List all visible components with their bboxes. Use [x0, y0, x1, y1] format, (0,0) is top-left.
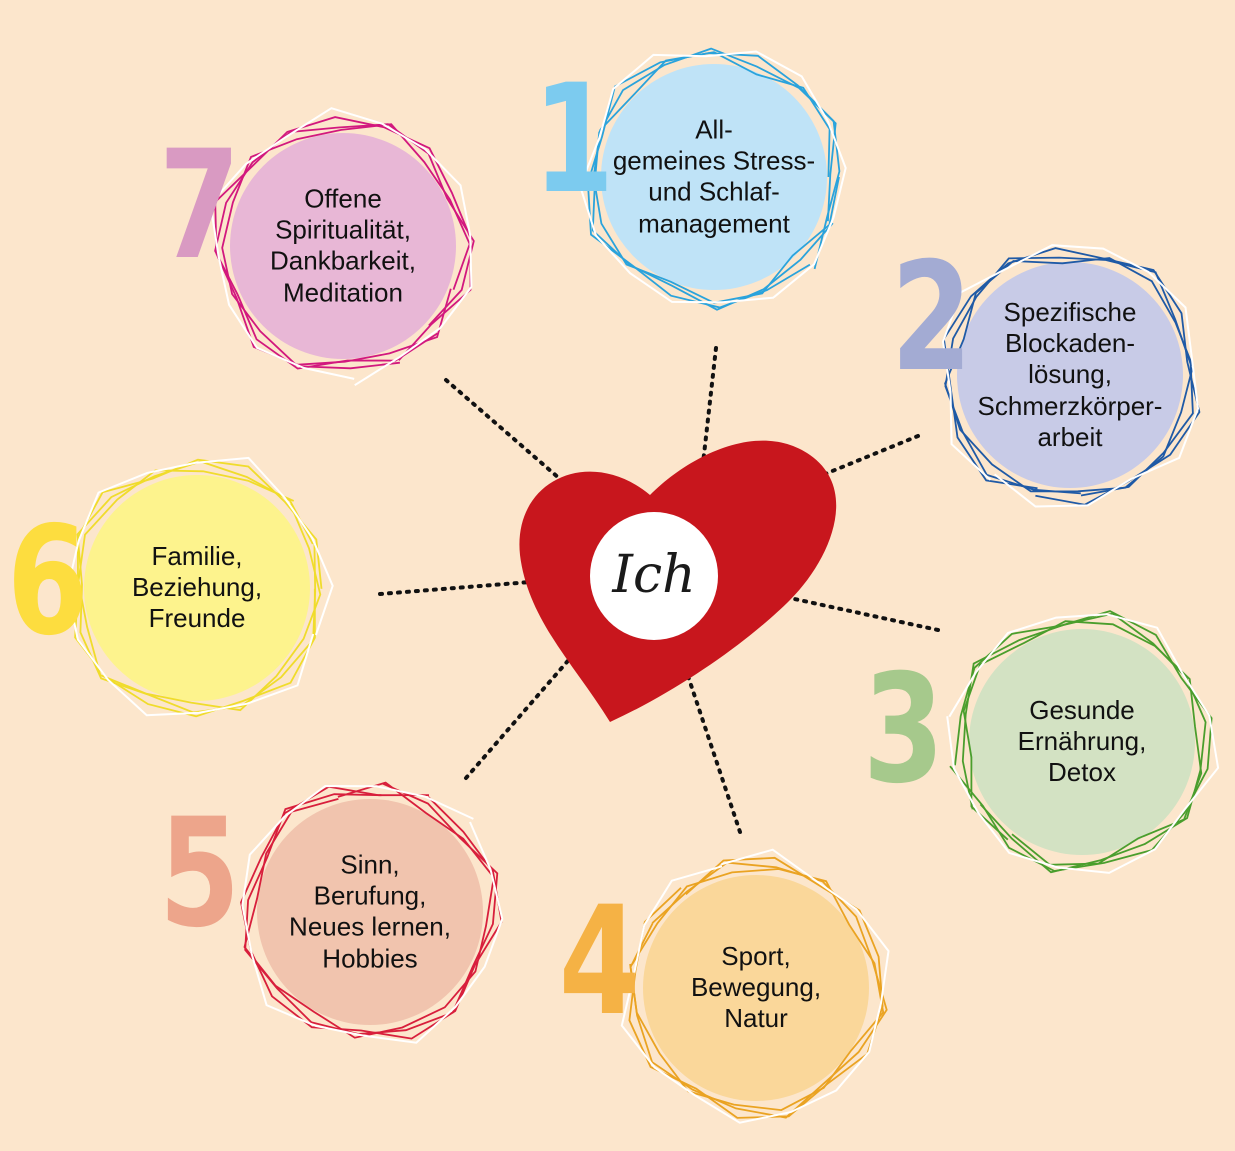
center-label: Ich — [612, 545, 696, 605]
heart-center-disc — [590, 512, 718, 640]
node-2-label-line: arbeit — [1037, 421, 1103, 452]
node-4-label-line: Sport, — [721, 941, 791, 972]
node-1-label-line: management — [638, 208, 790, 239]
connector-7 — [444, 378, 600, 514]
connector-5 — [464, 638, 588, 780]
node-6-ring — [74, 458, 323, 718]
node-3-label-line: Gesunde — [1029, 695, 1135, 726]
circle-group — [66, 47, 1220, 1124]
node-5-number: 5 — [158, 787, 240, 961]
node-6-label-line: Familie, — [151, 541, 243, 572]
node-7-disc — [230, 133, 456, 359]
node-6-number: 6 — [6, 495, 88, 669]
node-5-label-line: Sinn, — [340, 849, 400, 880]
node-1-label: All-gemeines Stress-und Schlaf-managemen… — [613, 115, 815, 240]
node-7-ring — [209, 107, 473, 387]
node-2-number: 2 — [890, 231, 972, 405]
node-7-label-line: Spiritualität, — [275, 214, 411, 245]
node-5-label: Sinn,Berufung,Neues lernen,Hobbies — [289, 850, 451, 975]
node-6-label: Familie,Beziehung,Freunde — [132, 541, 262, 635]
node-4-label: Sport,Bewegung,Natur — [691, 941, 821, 1035]
node-2-label-line: lösung, — [1028, 359, 1112, 390]
node-5-disc — [257, 799, 483, 1025]
node-4-ring — [628, 856, 884, 1119]
node-6-label-line: Beziehung, — [131, 572, 263, 603]
node-5-label-line: Berufung, — [313, 880, 427, 911]
node-5-label-line: Hobbies — [322, 943, 418, 974]
node-1-label-line: gemeines Stress- — [612, 145, 816, 176]
connector-3 — [788, 596, 940, 632]
node-1-label-line: und Schlaf- — [648, 177, 780, 207]
node-2-label-line: Spezifische — [1003, 297, 1137, 328]
node-1-ring — [592, 51, 840, 304]
node-7-label-line: Meditation — [283, 277, 403, 308]
node-7-ring — [214, 123, 475, 370]
node-3-ring — [949, 610, 1213, 872]
node-4-label-line: Bewegung, — [690, 972, 822, 1003]
node-4-number: 4 — [558, 875, 640, 1049]
node-5-ring — [243, 781, 495, 1039]
node-6-ring — [66, 456, 334, 717]
node-4-disc — [643, 875, 869, 1101]
node-6-label-line: Freunde — [148, 603, 246, 634]
node-1-ring — [579, 50, 847, 304]
node-4-ring — [629, 868, 885, 1112]
connector-4 — [682, 662, 742, 834]
node-7-label-line: Dankbarkeit, — [270, 246, 416, 276]
node-7-label-line: Offene — [304, 183, 382, 214]
node-3-ring — [946, 613, 1220, 874]
node-7-ring — [221, 123, 471, 366]
node-3-number: 3 — [862, 643, 944, 817]
node-2-ring — [942, 247, 1201, 506]
node-3-disc — [969, 629, 1195, 855]
node-2-disc — [957, 262, 1183, 488]
node-2-ring — [941, 244, 1200, 508]
node-4-ring — [620, 848, 890, 1124]
node-5-ring — [241, 784, 504, 1044]
node-4-ring — [629, 861, 888, 1119]
node-3-label-line: Ernährung, — [1017, 726, 1147, 757]
node-5-label-line: Neues lernen, — [289, 912, 451, 942]
node-7-number: 7 — [158, 119, 240, 293]
node-2-ring — [944, 256, 1194, 497]
connector-6 — [378, 576, 582, 596]
node-6-disc — [84, 475, 310, 701]
node-2-label-line: Blockaden- — [1004, 328, 1136, 359]
node-2-label-line: Schmerzkörper- — [977, 390, 1163, 421]
node-3-label-line: Detox — [1048, 757, 1116, 788]
node-1-disc — [601, 64, 827, 290]
node-1-label-line: All- — [695, 114, 733, 145]
node-4-label-line: Natur — [724, 1003, 788, 1034]
node-1-number: 1 — [532, 53, 614, 227]
node-6-ring — [76, 460, 317, 714]
